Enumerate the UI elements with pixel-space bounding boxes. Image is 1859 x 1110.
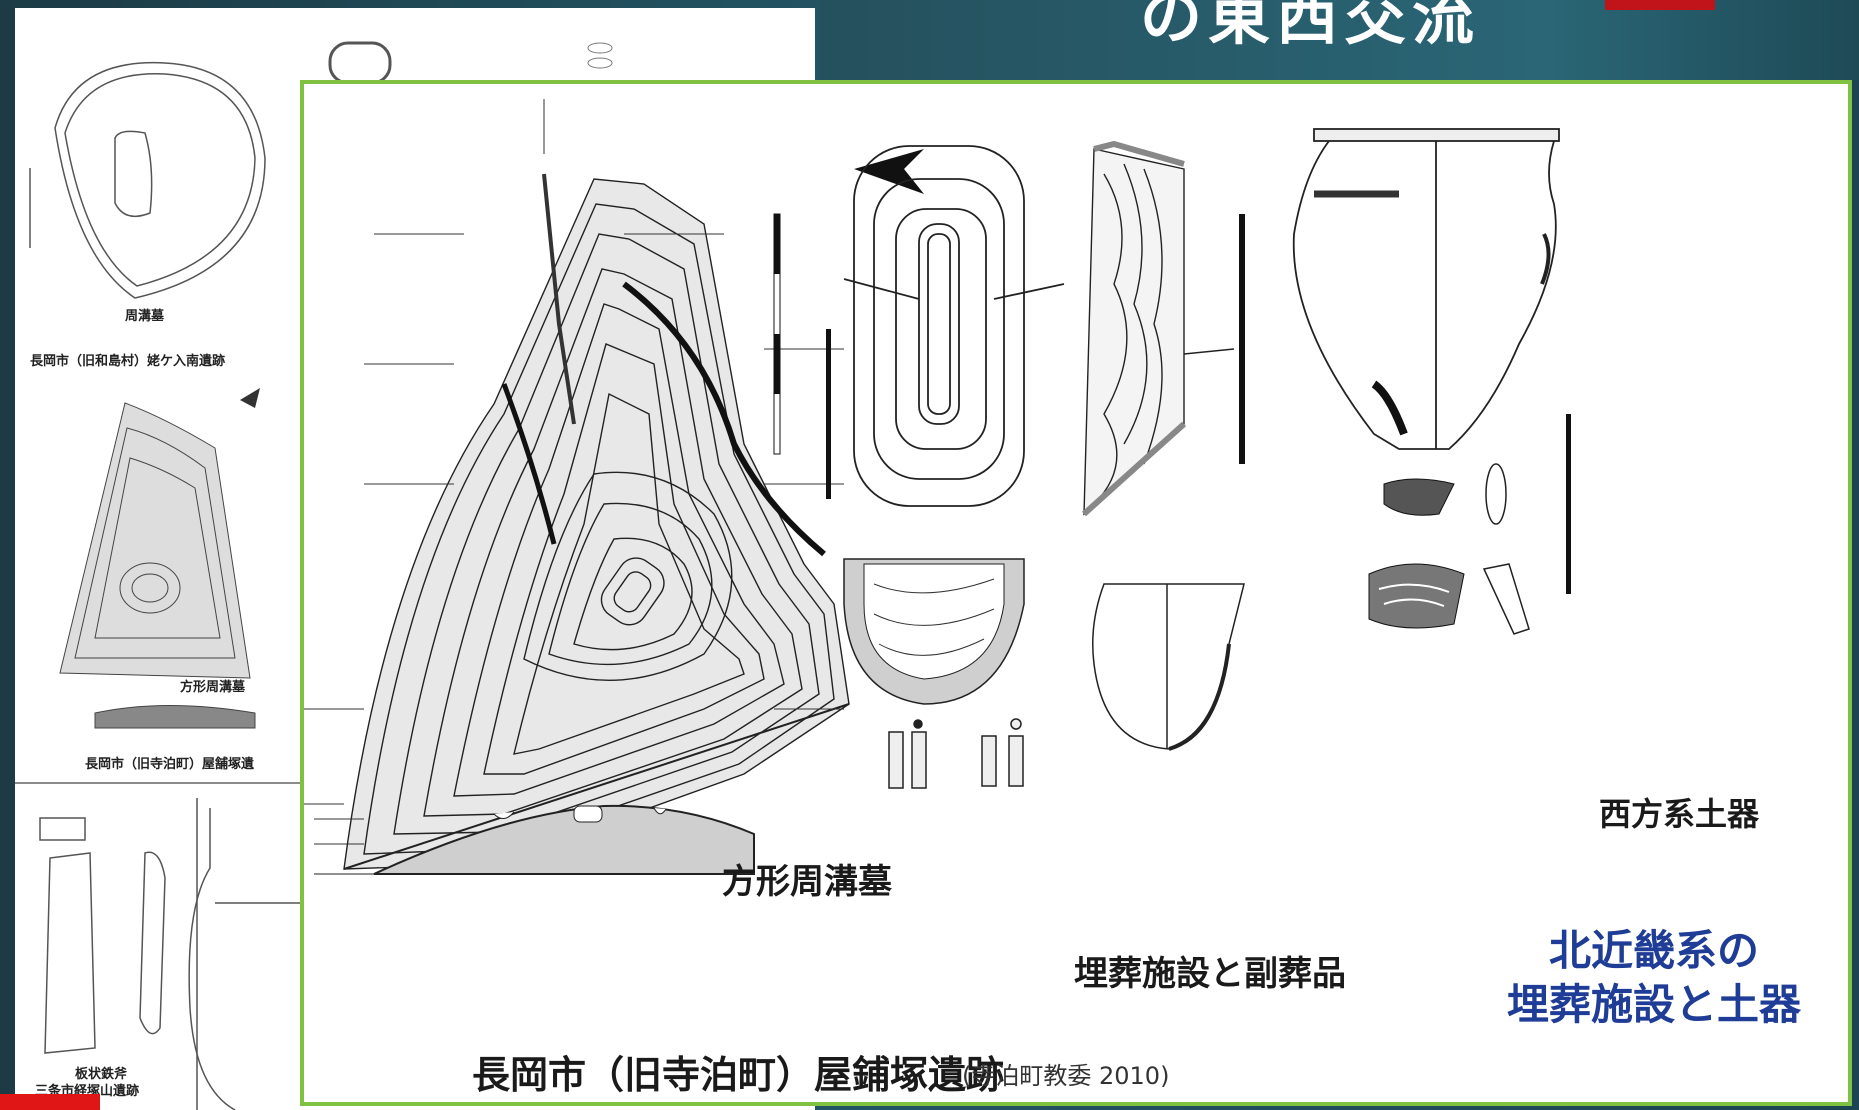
scale-bar-2 <box>826 329 831 499</box>
label-burial-and-goods: 埋葬施設と副葬品 <box>1074 954 1346 994</box>
western-pottery-jar <box>1292 128 1560 450</box>
stone-axe-drawing <box>39 798 198 1110</box>
scale-bar-4 <box>1566 414 1571 594</box>
pottery-bowl <box>1092 583 1245 751</box>
pottery-sherds <box>1368 463 1530 635</box>
contour-map <box>343 173 850 870</box>
north-arrow <box>854 149 924 194</box>
slide-title: の東西交流 <box>1140 0 1481 53</box>
main-figure-panel: 方形周溝墓 埋葬施設と副葬品 西方系土器 長岡市（旧寺泊町）屋鋪塚遺跡 (寺泊町… <box>300 80 1852 1106</box>
label-north-kinki-line1: 北近畿系の <box>1548 926 1759 975</box>
figure-drawings <box>304 99 1571 875</box>
burial-facility-plan <box>843 145 1065 507</box>
bg-label-site-middle: 長岡市（旧寺泊町）屋舗塚遺 <box>85 757 255 772</box>
bg-label-site-upper: 長岡市（旧和島村）姥ケ入南遺跡 <box>30 354 226 369</box>
red-tab-top <box>1605 0 1715 10</box>
section-profile <box>314 804 755 875</box>
mini-contour-map <box>59 402 256 729</box>
label-site-name: 長岡市（旧寺泊町）屋鋪塚遺跡 <box>472 1053 1005 1097</box>
scale-bar-3 <box>1239 214 1245 464</box>
title-banner <box>820 0 1859 80</box>
red-tab-bottom <box>0 1094 100 1110</box>
grave-goods <box>888 718 1024 789</box>
bg-label-stone-axe: 板状鉄斧 <box>75 1067 128 1082</box>
bg-label-square-moat: 方形周溝墓 <box>180 680 246 695</box>
label-square-moat-grave: 方形周溝墓 <box>722 862 892 902</box>
ring-artifact <box>328 41 392 85</box>
label-western-pottery: 西方系土器 <box>1599 795 1760 833</box>
bg-label-moat-grave: 周溝墓 <box>125 309 165 324</box>
grave-pit-section <box>843 558 1025 705</box>
scale-bar-1 <box>773 213 781 455</box>
moat-grave-plan <box>29 61 266 299</box>
label-north-kinki-line2: 埋葬施設と土器 <box>1506 980 1801 1029</box>
label-source-citation: (寺泊町教委 2010) <box>962 1062 1170 1090</box>
burial-section <box>1081 140 1235 517</box>
label-north-kinki: 北近畿系の 埋葬施設と土器 <box>1464 924 1844 1032</box>
